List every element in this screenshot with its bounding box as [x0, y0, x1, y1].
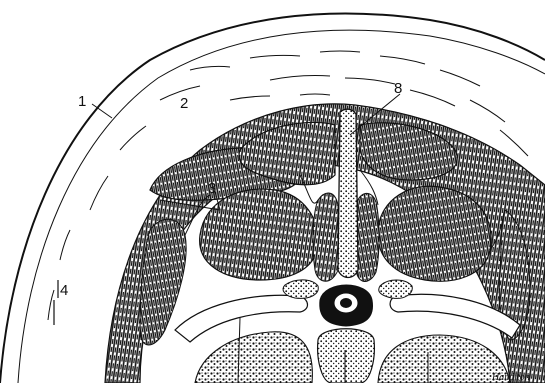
left-lung	[195, 332, 312, 383]
region-4-marks	[54, 280, 58, 325]
left-paraspinal-muscle	[313, 193, 338, 281]
label-2: 2	[180, 95, 188, 112]
left-deep-muscle	[200, 189, 319, 280]
spinous-process	[338, 109, 358, 277]
vertebral-body	[318, 329, 375, 383]
label-8: 8	[394, 80, 402, 97]
right-transverse-process	[379, 280, 413, 298]
right-paraspinal-muscle	[356, 193, 379, 281]
label-1: 1	[78, 93, 86, 110]
spinal-cord-core	[340, 298, 352, 308]
label-3: 3	[208, 180, 216, 197]
right-lung	[378, 335, 510, 383]
right-deep-muscle	[378, 186, 491, 281]
label-4: 4	[60, 282, 68, 299]
left-transverse-process	[283, 280, 318, 299]
artist-signature: Hamilton	[491, 372, 530, 383]
